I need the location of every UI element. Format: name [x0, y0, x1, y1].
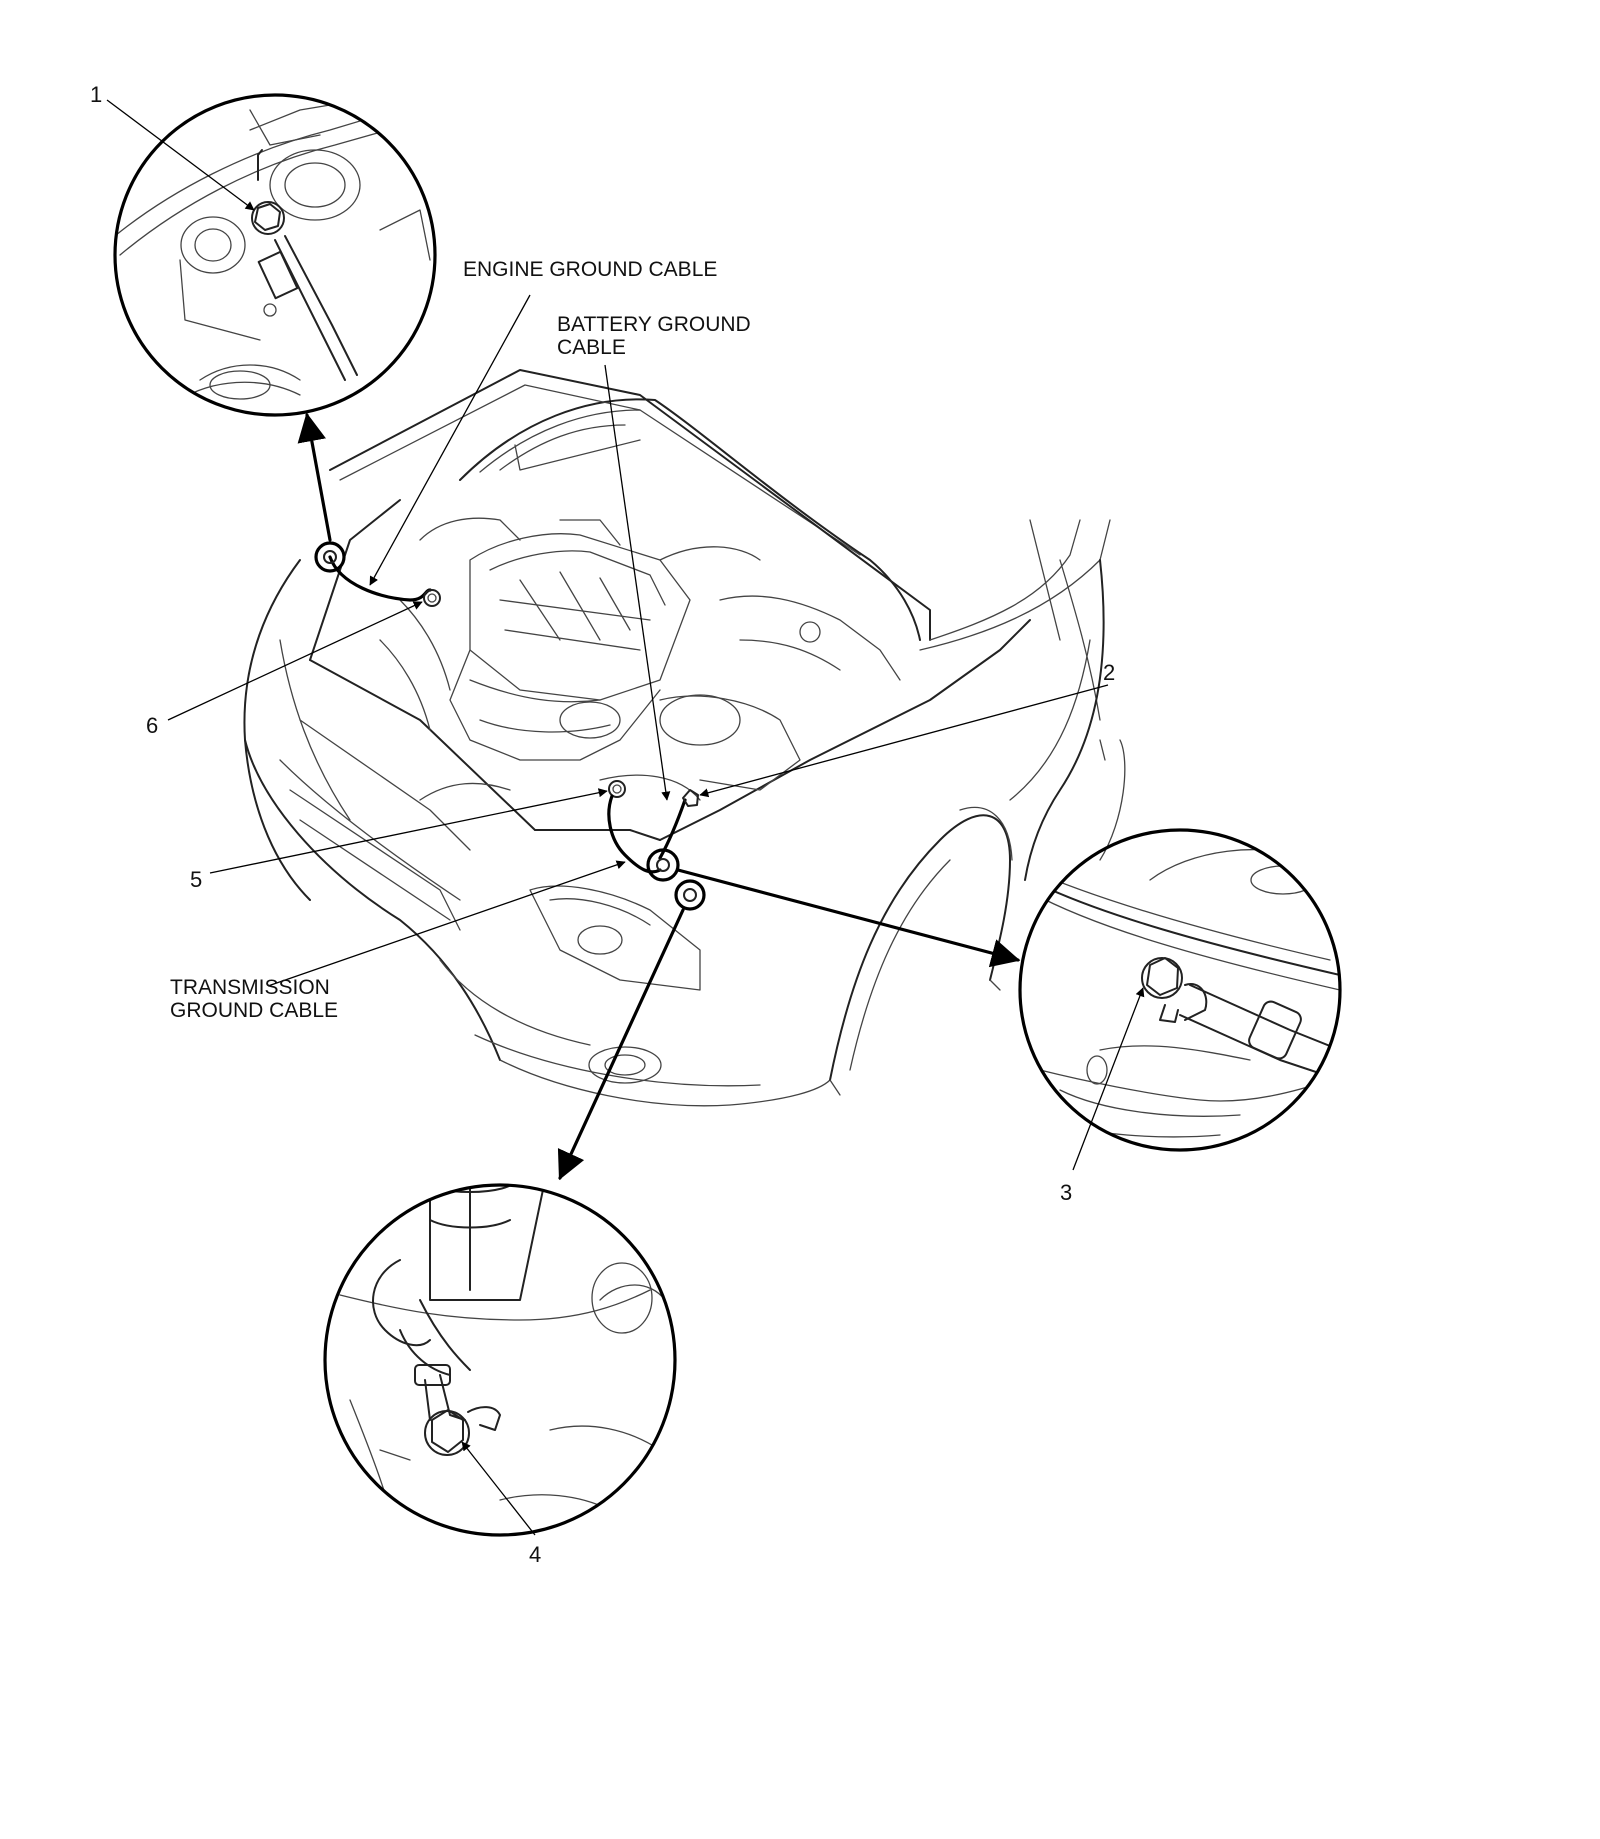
bolt-3-location-marker	[646, 848, 680, 882]
detail-view-4	[323, 1183, 677, 1537]
transmission-ground-cable	[607, 794, 662, 874]
callout-4: 4	[529, 1542, 541, 1567]
detail-view-3	[1018, 828, 1342, 1152]
engine-ground-cable	[328, 555, 432, 602]
label-leaders	[167, 294, 1109, 987]
label-battery-ground-cable-1: BATTERY GROUND	[557, 313, 751, 336]
bolt-1-location-marker	[314, 541, 346, 573]
label-transmission-ground-cable-1: TRANSMISSION	[170, 976, 330, 999]
vehicle-front-illustration	[243, 369, 1126, 1107]
detail-pointers	[297, 412, 1021, 1181]
label-transmission-ground-cable-2: GROUND CABLE	[170, 999, 338, 1022]
detail-1-frame	[113, 93, 437, 417]
detail-4-frame	[323, 1183, 677, 1537]
callout-2: 2	[1103, 660, 1115, 685]
callout-5: 5	[190, 867, 202, 892]
label-engine-ground-cable: ENGINE GROUND CABLE	[463, 258, 717, 281]
detail-view-1	[113, 93, 437, 417]
detail-3-frame	[1018, 828, 1342, 1152]
vehicle-cables	[314, 541, 706, 911]
label-battery-ground-cable-2: CABLE	[557, 336, 626, 359]
bolt-6-marker	[423, 589, 441, 607]
pointer-to-detail-4	[557, 908, 685, 1181]
bolt-2-marker	[682, 789, 699, 807]
callout-1: 1	[90, 82, 102, 107]
callout-6: 6	[146, 713, 158, 738]
battery-ground-cable	[658, 798, 687, 860]
pointer-to-detail-1	[297, 412, 332, 542]
bolt-5-marker	[608, 780, 626, 798]
bolt-4-location-marker	[674, 879, 706, 911]
callout-3: 3	[1060, 1180, 1072, 1205]
pointer-to-detail-3	[676, 868, 1021, 968]
